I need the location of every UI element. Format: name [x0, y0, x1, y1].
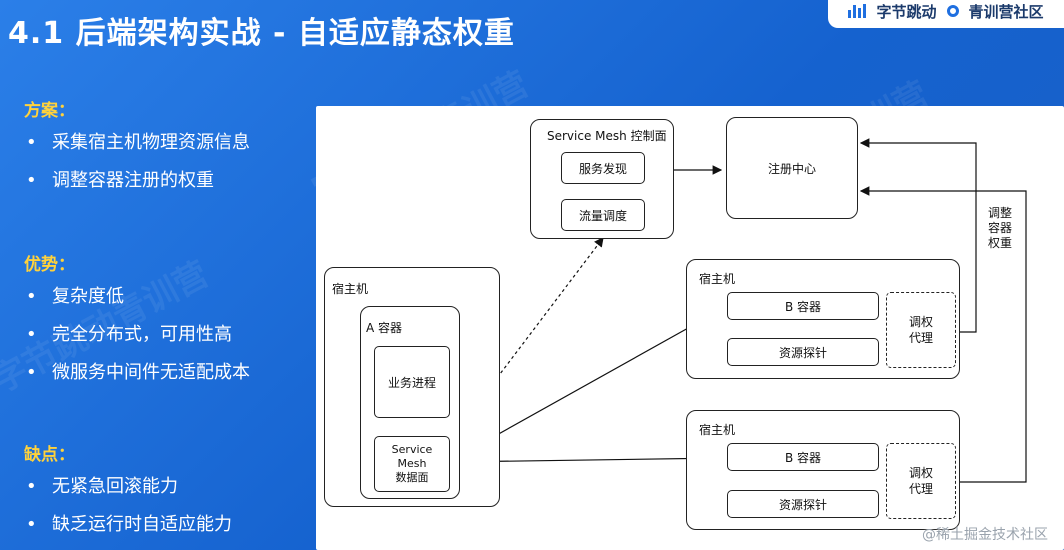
brand-logo: 字节跳动 青训营社区 — [828, 0, 1064, 28]
container-b1-label: B 容器 — [784, 299, 822, 314]
section-advantages: 优势： 复杂度低 完全分布式，可用性高 微服务中间件无适配成本 — [24, 250, 304, 392]
business-process-label: 业务进程 — [387, 375, 436, 390]
logo-right-text: 青训营社区 — [968, 2, 1044, 21]
data-plane-label: Mesh — [397, 457, 427, 470]
resource-probe-1-box: 资源探针 — [727, 338, 879, 366]
adjust-weight-label: 调整 容器 权重 — [988, 206, 1013, 251]
container-b2-label: B 容器 — [784, 450, 822, 465]
control-plane-title: Service Mesh 控制面 — [547, 129, 667, 143]
resource-probe-1-label: 资源探针 — [778, 345, 827, 360]
section-disadvantages: 缺点： 无紧急回滚能力 缺乏运行时自适应能力 — [24, 440, 304, 544]
bullet-item: 完全分布式，可用性高 — [24, 316, 304, 354]
section-plan: 方案： 采集宿主机物理资源信息 调整容器注册的权重 — [24, 96, 304, 200]
host-b2-title: 宿主机 — [699, 423, 736, 437]
bullet-item: 无紧急回滚能力 — [24, 468, 304, 506]
resource-probe-2-label: 资源探针 — [778, 497, 827, 512]
container-a-title: A 容器 — [366, 321, 403, 335]
container-b2-box: B 容器 — [727, 443, 879, 471]
footer-credit: @稀土掘金技术社区 — [922, 527, 1048, 543]
adjust-weight-line: 权重 — [988, 236, 1013, 250]
section-heading: 缺点： — [24, 445, 75, 465]
youthcamp-logo-icon — [946, 5, 959, 17]
business-process-box: 业务进程 — [374, 346, 450, 418]
traffic-scheduling-box: 流量调度 — [561, 199, 645, 231]
bullet-item: 调整容器注册的权重 — [24, 162, 304, 200]
adjust-weight-line: 调整 — [988, 206, 1013, 220]
bytedance-logo-icon — [848, 4, 867, 18]
weight-agent-2-box: 调权 代理 — [886, 443, 956, 519]
weight-agent-2-label: 代理 — [908, 482, 933, 496]
weight-agent-1-label: 调权 — [908, 315, 933, 329]
bullet-item: 采集宿主机物理资源信息 — [24, 124, 304, 162]
section-heading: 优势： — [24, 255, 75, 275]
host-a-title: 宿主机 — [332, 282, 369, 296]
traffic-scheduling-label: 流量调度 — [578, 208, 627, 223]
registry-label: 注册中心 — [767, 161, 816, 176]
service-discovery-label: 服务发现 — [578, 161, 627, 176]
weight-agent-2-label: 调权 — [908, 466, 933, 480]
weight-agent-1-label: 代理 — [908, 331, 933, 345]
container-b1-box: B 容器 — [727, 292, 879, 320]
bullet-item: 复杂度低 — [24, 278, 304, 316]
adjust-weight-line: 容器 — [988, 221, 1013, 235]
slide-title: 4.1 后端架构实战 - 自适应静态权重 — [8, 16, 515, 51]
section-heading: 方案： — [24, 101, 75, 121]
resource-probe-2-box: 资源探针 — [727, 490, 879, 518]
weight-agent-1-box: 调权 代理 — [886, 292, 956, 368]
bullet-item: 缺乏运行时自适应能力 — [24, 506, 304, 544]
data-plane-label: 数据面 — [395, 471, 429, 484]
registry-box: 注册中心 — [726, 117, 858, 219]
service-discovery-box: 服务发现 — [561, 152, 645, 184]
logo-left-text: 字节跳动 — [876, 2, 937, 21]
data-plane-box: Service Mesh 数据面 — [374, 436, 450, 492]
data-plane-label: Service — [391, 443, 433, 456]
bullet-item: 微服务中间件无适配成本 — [24, 354, 304, 392]
host-b1-title: 宿主机 — [699, 272, 736, 286]
architecture-diagram: Service Mesh 控制面 服务发现 流量调度 注册中心 调整 容器 权重… — [316, 106, 1064, 550]
